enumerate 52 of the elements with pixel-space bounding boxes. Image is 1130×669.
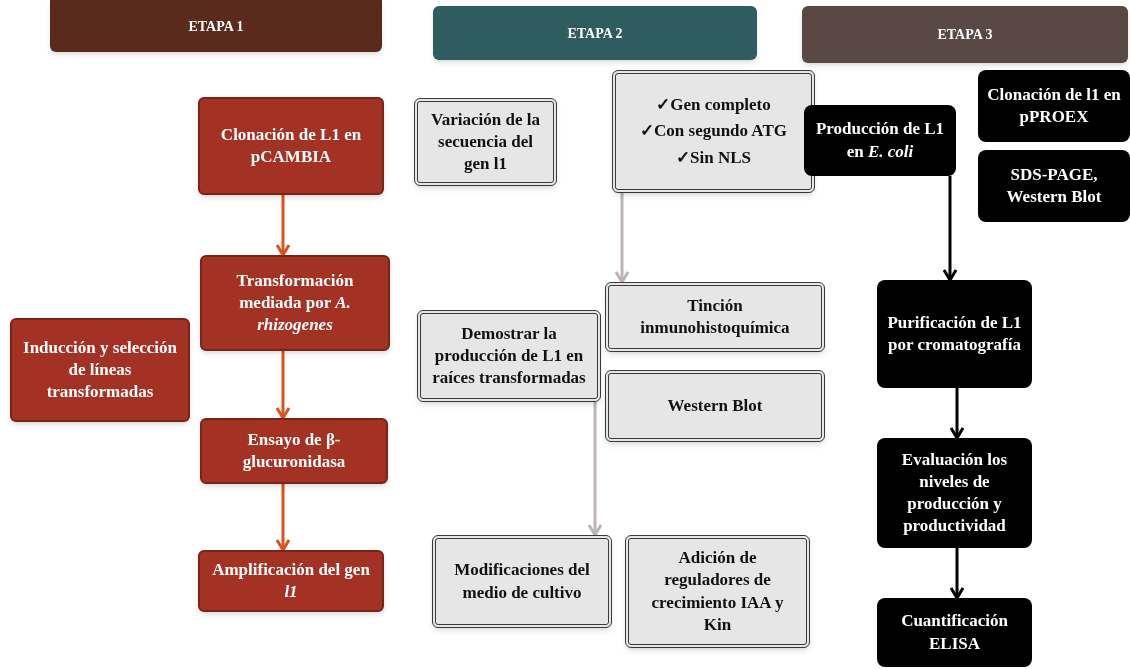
process-box (877, 280, 1032, 388)
box-label: Adición de reguladores de crecimiento IAA y Kin (650, 547, 785, 636)
process-box (198, 97, 384, 195)
box-label: ETAPA 3 (937, 26, 993, 44)
box-label: ETAPA 2 (567, 24, 623, 43)
box-label: Transformación mediada por A. rhizogenes (235, 269, 355, 337)
arrow (942, 176, 958, 282)
process-box (877, 438, 1032, 548)
process-box (200, 418, 388, 484)
box-label: Purificación de L1 por cromatografía (886, 311, 1023, 356)
box-label: ETAPA 1 (188, 17, 244, 36)
arrow (614, 193, 630, 284)
arrow (949, 388, 965, 440)
stage-header (433, 6, 757, 60)
box-label: ✓Gen completo (656, 94, 771, 117)
process-box (432, 535, 612, 628)
arrow (949, 548, 965, 600)
arrow (275, 195, 291, 257)
process-box (198, 550, 384, 612)
box-label: Inducción y selección de líneas transformadas (22, 336, 178, 404)
process-box (10, 318, 190, 422)
box-label: Producción de L1 en E. coli (814, 118, 946, 163)
box-label: Ensayo de β-glucuronidasa (241, 428, 347, 473)
box-label: Tinción inmunohistoquímica (639, 294, 791, 339)
box-label: Evaluación los niveles de producción y productividad (900, 448, 1009, 538)
arrow (275, 351, 291, 420)
box-label: ✓Con segundo ATG (640, 120, 787, 143)
box-label: Amplificación del gen l1 (211, 558, 371, 603)
box-label: Demostrar la producción de L1 en raíces transformadas (431, 322, 587, 390)
box-label: Modificaciones del medio de cultivo (453, 559, 591, 604)
box-label: Clonación de l1 en pPROEX (986, 83, 1122, 128)
process-box (605, 370, 825, 442)
process-box (978, 150, 1130, 222)
box-label: Western Blot (667, 394, 763, 417)
stage-header (50, 0, 382, 52)
box-label: Clonación de L1 en pCAMBIA (219, 123, 363, 168)
box-label: Variación de la secuencia del gen l1 (430, 108, 541, 176)
process-box (200, 255, 390, 351)
arrow (275, 484, 291, 552)
box-label: Cuantificación ELISA (900, 610, 1009, 655)
process-box (612, 70, 815, 193)
box-label: SDS-PAGE, Western Blot (1005, 163, 1103, 208)
process-box (804, 105, 956, 176)
process-box (978, 70, 1130, 142)
process-box (414, 98, 557, 186)
process-box (877, 598, 1032, 667)
process-box (417, 310, 601, 402)
stage-header (802, 6, 1128, 63)
process-box (625, 535, 810, 648)
arrow (587, 402, 603, 537)
box-label: ✓Sin NLS (676, 146, 751, 169)
process-box (605, 282, 825, 352)
